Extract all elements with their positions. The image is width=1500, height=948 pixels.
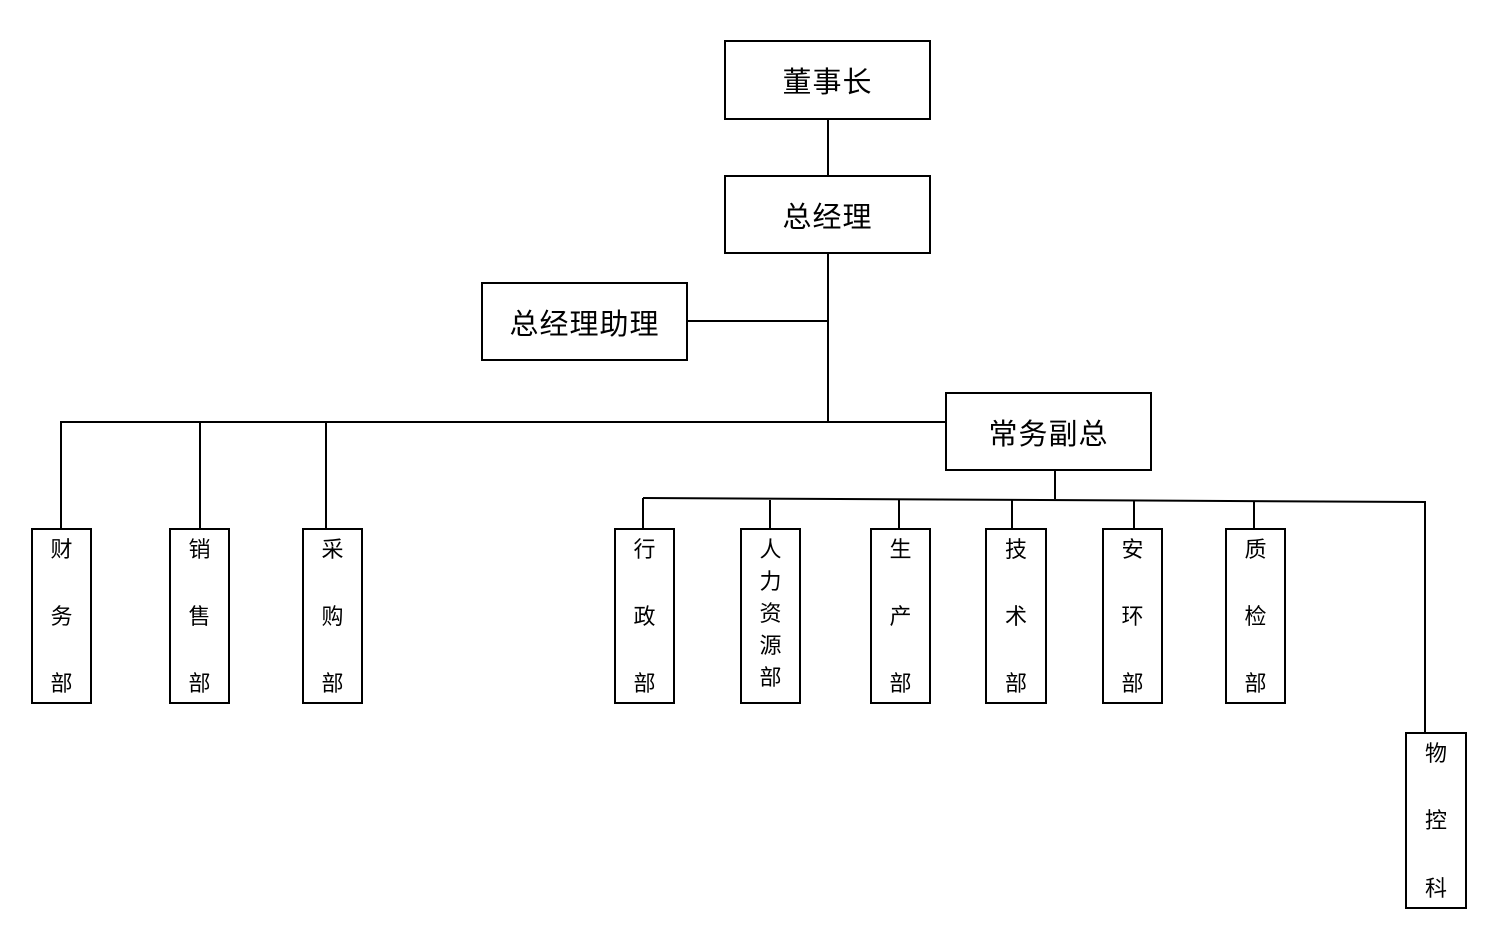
node-gm-assistant: 总经理助理	[481, 282, 688, 361]
label-char: 政	[633, 604, 656, 630]
vertical-label: 行政部	[616, 530, 673, 702]
label-char: 部	[188, 671, 211, 697]
label-char: 行	[633, 538, 656, 563]
label-char: 技	[1004, 538, 1027, 563]
label-char: 购	[321, 604, 344, 630]
label-char: 环	[1121, 604, 1144, 630]
label-char: 物	[1424, 742, 1447, 767]
node-human-resources: 人力资源部	[740, 528, 801, 704]
label-char: 安	[1121, 538, 1144, 563]
vertical-label: 采购部	[304, 530, 361, 702]
node-production: 生产部	[870, 528, 931, 704]
label-char: 部	[633, 671, 656, 697]
vertical-label: 质检部	[1227, 530, 1284, 702]
label-char: 产	[889, 604, 912, 630]
vertical-label: 生产部	[872, 530, 929, 702]
label-char: 销	[188, 538, 211, 563]
node-label: 总经理助理	[509, 306, 660, 341]
node-safety-environment: 安环部	[1102, 528, 1163, 704]
label-char: 源	[759, 634, 782, 659]
node-label: 总经理	[782, 199, 873, 234]
vertical-label: 销售部	[171, 530, 228, 702]
vertical-label: 财务部	[33, 530, 90, 702]
label-char: 质	[1244, 538, 1267, 563]
label-char: 务	[50, 604, 73, 630]
vertical-label: 物控科	[1407, 734, 1465, 907]
node-finance: 财务部	[31, 528, 92, 704]
label-char: 部	[1244, 671, 1267, 697]
label-char: 部	[759, 666, 782, 691]
label-char: 控	[1424, 809, 1447, 835]
node-administration: 行政部	[614, 528, 675, 704]
label-char: 部	[321, 671, 344, 697]
label-char: 售	[188, 604, 211, 630]
node-sales: 销售部	[169, 528, 230, 704]
node-general-manager: 总经理	[724, 175, 931, 254]
label-char: 生	[889, 538, 912, 563]
label-char: 人	[759, 538, 782, 563]
node-chairman: 董事长	[724, 40, 931, 120]
label-char: 部	[50, 671, 73, 697]
label-char: 财	[50, 538, 73, 563]
label-char: 资	[759, 602, 782, 627]
node-quality: 质检部	[1225, 528, 1286, 704]
connector-bus-level3	[642, 497, 1427, 503]
node-executive-vp: 常务副总	[945, 392, 1152, 471]
label-char: 部	[1004, 671, 1027, 697]
label-char: 科	[1424, 876, 1447, 902]
label-char: 力	[759, 570, 782, 595]
node-material-control: 物控科	[1405, 732, 1467, 909]
vertical-label: 安环部	[1104, 530, 1161, 702]
label-char: 部	[889, 671, 912, 697]
node-technology: 技术部	[985, 528, 1047, 704]
node-label: 常务副总	[988, 416, 1109, 451]
node-purchasing: 采购部	[302, 528, 363, 704]
label-char: 部	[1121, 671, 1144, 697]
label-char: 采	[321, 538, 344, 563]
label-char: 检	[1244, 604, 1267, 630]
vertical-label: 人力资源部	[742, 530, 799, 702]
vertical-label: 技术部	[987, 530, 1045, 702]
label-char: 术	[1004, 604, 1027, 630]
node-label: 董事长	[782, 65, 873, 99]
